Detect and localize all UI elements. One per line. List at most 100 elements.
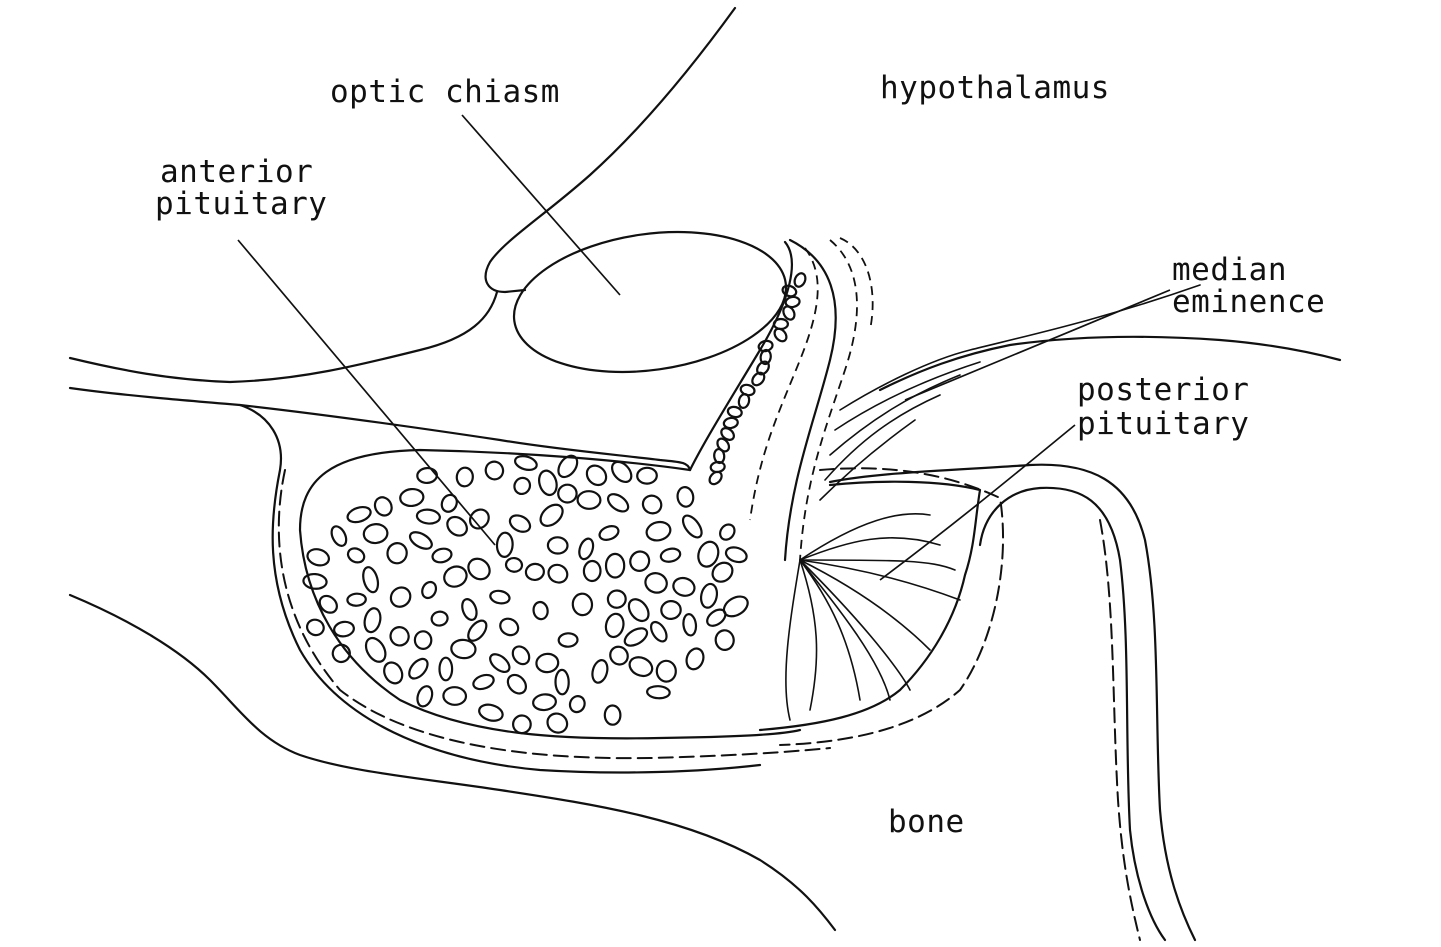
anterior-cell [381,659,406,686]
anterior-cell [598,524,621,543]
anterior-cell [416,509,440,525]
anterior-cell [583,462,610,489]
anterior-cell [489,589,510,605]
anterior-cell [590,658,610,684]
label-posterior-line-2: pituitary [1077,408,1249,440]
anterior-cell [607,643,632,668]
eminence-fibers-2 [835,362,980,430]
anterior-cell [536,653,560,673]
anterior-cell [333,620,355,637]
anterior-cell [440,658,453,681]
anterior-cell [660,547,682,564]
anterior-cell [330,642,352,664]
anterior-cell [316,593,340,617]
anterior-cell [537,501,567,530]
anterior-cell [386,541,409,565]
anterior-cells [303,452,751,736]
anterior-cell [406,656,431,682]
anterior-cell [682,613,697,636]
anterior-cell [625,596,653,625]
leader-optic-chiasm [462,115,620,295]
sella-back-wall-outer [830,465,1195,940]
anterior-cell [648,619,670,644]
anterior-cell [460,597,480,622]
anterior-cell [555,670,569,695]
label-hypothalamus: hypothalamus [880,72,1110,104]
anterior-cell [577,537,596,561]
anterior-cell [387,583,414,610]
anterior-cell [647,686,670,699]
anterior-cell [532,601,549,620]
anterior-cell [605,705,621,724]
anterior-cell [544,710,571,737]
anterior-cell [372,494,395,518]
anterior-cell [605,491,631,515]
anterior-cell [724,545,748,565]
anterior-cell [661,600,682,619]
anterior-cell [466,506,492,532]
hypothalamus-floor-left [70,292,497,382]
stalk-cell [772,326,789,343]
anterior-cell [606,589,627,609]
anterior-cell [640,492,665,516]
anterior-cell [545,562,570,586]
anterior-cell [439,492,460,514]
leader-anterior-pituitary [238,240,495,545]
anterior-cell [387,624,412,649]
anterior-cell [415,684,435,708]
anterior-cell [558,485,576,503]
diaphragm-line [70,388,690,470]
eminence-fibers-5 [820,420,915,500]
anterior-cell [606,554,624,578]
anterior-cell [303,573,327,590]
label-median-line-2: eminence [1172,286,1325,318]
anterior-cell [362,607,382,634]
anterior-cell [306,547,331,568]
anterior-cell [676,486,694,508]
anterior-cell [456,467,474,487]
anterior-cell [507,512,533,535]
eminence-fibers-3 [830,375,960,455]
sella-dashed-wall [1100,520,1140,940]
stalk-cell [793,272,808,289]
anterior-cell [420,580,439,601]
stalk-left-wall [690,242,792,470]
anterior-cell [671,575,697,598]
anterior-cell [558,633,577,647]
label-posterior-line-1: posterior [1077,374,1249,406]
anterior-cell [443,687,466,706]
optic-tract-outline [486,8,735,292]
anterior-cell [511,475,533,497]
anterior-cell [431,547,453,564]
anterior-cell [399,488,424,507]
anterior-cell [643,570,670,595]
anterior-cell [699,582,719,609]
anterior-cell [536,469,559,497]
anterior-cell [361,566,381,594]
stalk-outer-dash [840,238,873,330]
anterior-cell [362,635,389,666]
stalk-cell [774,319,788,329]
anterior-cell [363,523,388,544]
label-bone: bone [888,806,965,838]
anterior-cell [471,672,495,691]
anterior-cell [568,694,587,714]
anterior-cell [487,651,513,675]
anterior-cell [483,459,506,483]
sella-back-wall [980,488,1165,940]
anterior-cell [496,532,513,557]
anterior-cell [509,643,532,667]
label-median-line-1: median [1172,254,1287,286]
anterior-cell [444,513,471,539]
anterior-cell [525,563,545,582]
anterior-cell [347,593,366,606]
posterior-fibers [786,514,960,720]
anterior-cell [622,625,650,649]
anterior-cell [464,555,494,584]
anterior-cell [679,512,705,540]
anterior-cell [547,537,567,554]
anterior-cell [717,522,737,543]
anterior-cell [329,524,349,548]
